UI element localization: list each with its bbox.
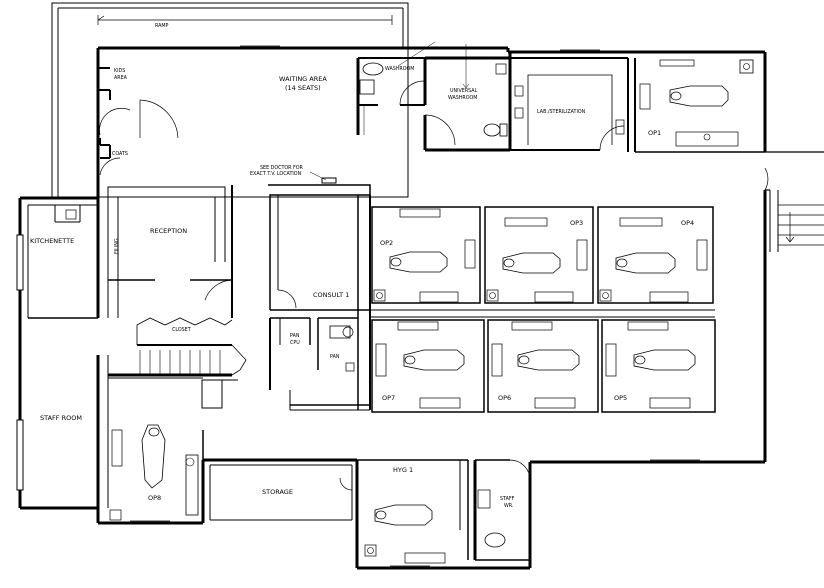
- op1-label: OP1: [648, 129, 661, 137]
- svg-text:AREA: AREA: [114, 75, 128, 81]
- svg-text:WASHROOM: WASHROOM: [448, 95, 477, 101]
- hyg-label: HYG 1: [393, 466, 413, 474]
- kitchenette: KITCHENETTE: [27, 204, 98, 319]
- op8-label: OP8: [148, 494, 161, 502]
- svg-text:CPU: CPU: [290, 340, 300, 346]
- staff-wr-label: STAFF: [500, 496, 515, 502]
- pan-area: PAN CPU PAN: [269, 317, 370, 411]
- waiting-area-label: WAITING AREA: [279, 75, 327, 83]
- outer-walls: [16, 45, 767, 570]
- exterior-stairs: [764, 151, 824, 252]
- op5-label: OP5: [614, 394, 627, 402]
- op6-label: OP6: [498, 394, 511, 402]
- reception: RECEPTION FILING: [96, 182, 233, 318]
- universal-washroom: UNIVERSAL WASHROOM: [423, 44, 512, 152]
- washroom: WASHROOM: [356, 41, 436, 135]
- waiting-area: KIDS AREA COATS WAITING AREA (14 SEATS) …: [98, 67, 337, 184]
- op3-label: OP3: [570, 219, 583, 227]
- closet: CLOSET: [108, 317, 247, 409]
- pan-cpu-label: PAN: [290, 333, 300, 339]
- lab-label: LAB./STERILIZATION: [537, 109, 586, 115]
- svg-text:WR.: WR.: [504, 503, 513, 509]
- svg-text:(14 SEATS): (14 SEATS): [285, 84, 321, 92]
- op2-room: OP2: [371, 206, 481, 304]
- op6-room: OP6: [487, 319, 599, 413]
- op4-label: OP4: [681, 219, 694, 227]
- svg-text:EXACT T.V. LOCATION: EXACT T.V. LOCATION: [250, 171, 302, 177]
- staff-room: STAFF ROOM: [40, 355, 109, 508]
- tv-note: SEE DOCTOR FOR: [260, 165, 304, 171]
- hyg-room: HYG 1: [357, 459, 469, 564]
- op7-label: OP7: [382, 394, 395, 402]
- ramp: RAMP: [51, 2, 409, 198]
- op5-room: OP5: [601, 319, 716, 413]
- lab-sterilization: LAB./STERILIZATION: [510, 57, 629, 152]
- ramp-label: RAMP: [155, 23, 169, 29]
- op7-room: OP7: [371, 319, 485, 413]
- pan-label: PAN: [330, 354, 340, 360]
- washroom-label: WASHROOM: [385, 66, 414, 72]
- op8-room: OP8: [108, 377, 204, 521]
- coats-label: COATS: [112, 151, 128, 157]
- op1-room: OP1: [615, 58, 765, 153]
- op4-room: OP4: [597, 206, 714, 304]
- filing-label: FILING: [114, 238, 120, 254]
- reception-label: RECEPTION: [150, 227, 187, 235]
- staff-room-label: STAFF ROOM: [40, 414, 82, 422]
- staff-washroom: STAFF WR.: [473, 459, 531, 561]
- storage-label: STORAGE: [262, 488, 293, 496]
- kitchenette-label: KITCHENETTE: [30, 237, 74, 245]
- consult-room: CONSULT 1: [268, 184, 371, 410]
- op3-room: OP3: [484, 206, 594, 304]
- kids-area-label: KIDS: [114, 68, 125, 74]
- consult-label: CONSULT 1: [313, 291, 349, 299]
- closet-label: CLOSET: [172, 327, 191, 333]
- universal-washroom-label: UNIVERSAL: [450, 88, 478, 94]
- storage: STORAGE: [209, 464, 353, 521]
- op2-label: OP2: [380, 239, 393, 247]
